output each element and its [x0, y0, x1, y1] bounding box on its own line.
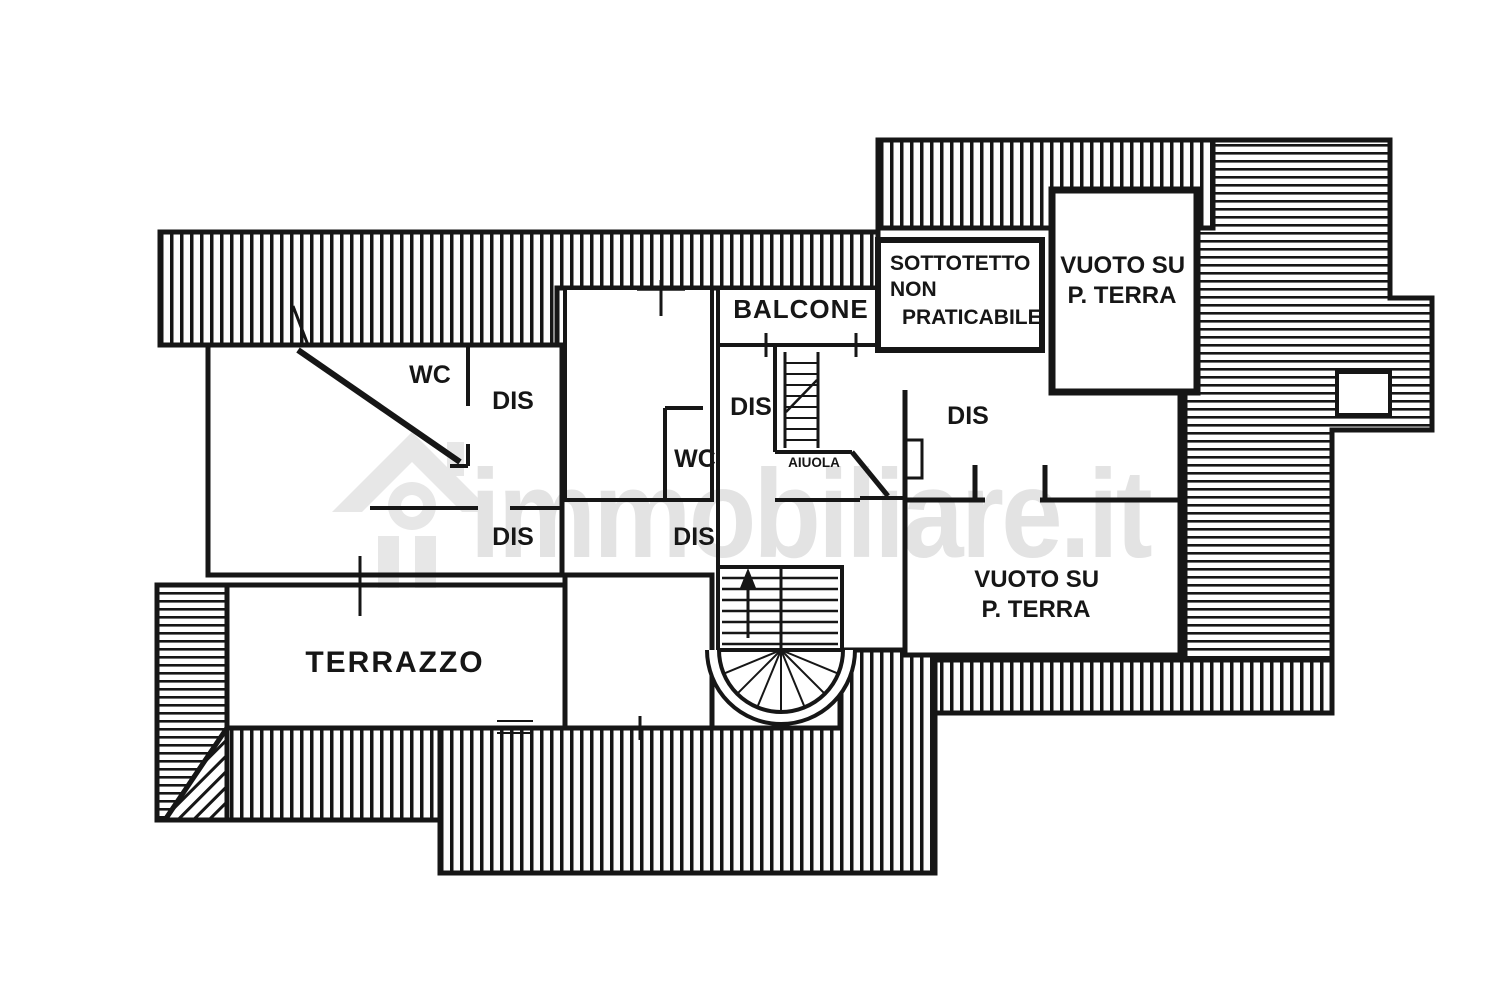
room-label-dis-right: DIS	[947, 402, 989, 430]
room-label-dis-center: DIS	[730, 393, 772, 421]
room-label-vuoto-top-line1: VUOTO SU	[1060, 252, 1185, 279]
room-label-vuoto-bottom-line2: P. TERRA	[982, 596, 1091, 623]
roof-hatch-bottom-right	[932, 657, 1335, 716]
stair-fan-spokes	[723, 649, 839, 712]
room-label-vuoto-bottom-line1: VUOTO SU	[974, 566, 1099, 593]
rooms	[205, 186, 1392, 731]
stairs-up-arrow-icon	[740, 568, 756, 588]
room-vuoto-top	[1048, 186, 1201, 396]
ladder-stairs	[783, 352, 820, 448]
wall-aiuola-diagonal	[850, 450, 890, 498]
room-label-wc-center: WC	[674, 445, 716, 473]
room-label-terrazzo: TERRAZZO	[305, 646, 484, 679]
stairs-main	[722, 567, 839, 712]
room-center-bottom	[562, 572, 715, 731]
room-label-sottotetto-line3: PRATICABILE	[902, 306, 1042, 329]
room-label-dis-lower-left: DIS	[492, 523, 534, 551]
roof-hatch-areas	[154, 137, 1435, 876]
roof-section-tick	[291, 305, 310, 346]
room-center-top	[563, 286, 714, 502]
roof-chimney-box	[1335, 370, 1392, 417]
room-label-sottotetto-line2: NON	[890, 278, 937, 301]
door-opening	[985, 494, 1040, 506]
roof-hatch-bottom-left	[224, 725, 443, 823]
room-label-sottotetto: SOTTOTETTO NON PRATICABILE	[890, 252, 1042, 329]
watermark: immobiliare.it	[332, 432, 1155, 588]
room-label-wc-left: WC	[409, 361, 451, 389]
flue-box	[904, 438, 924, 480]
window-door-symbols	[358, 280, 858, 740]
room-label-vuoto-bottom: VUOTO SU P. TERRA	[974, 566, 1106, 623]
stair-break-line	[785, 379, 818, 413]
room-label-dis-upper-left: DIS	[492, 387, 534, 415]
room-label-balcone: BALCONE	[733, 294, 869, 324]
room-label-vuoto-top-line2: P. TERRA	[1068, 282, 1177, 309]
roof-hatch-top-left	[157, 229, 881, 348]
room-labels: WC DIS DIS DIS WC AIUOLA DIS DIS BALCONE…	[305, 252, 1192, 679]
room-label-sottotetto-line1: SOTTOTETTO	[890, 252, 1030, 275]
room-label-vuoto-top: VUOTO SU P. TERRA	[1060, 252, 1192, 309]
room-terrazzo	[224, 582, 568, 731]
watermark-text: immobiliare.it	[470, 445, 1152, 584]
room-sottotetto	[875, 237, 1045, 353]
wall-wc-diagonal	[296, 347, 462, 465]
watermark-house-icon	[332, 432, 492, 588]
room-label-aiuola: AIUOLA	[788, 455, 840, 470]
room-label-dis-lower-center: DIS	[673, 523, 715, 551]
room-balcone	[716, 286, 882, 347]
